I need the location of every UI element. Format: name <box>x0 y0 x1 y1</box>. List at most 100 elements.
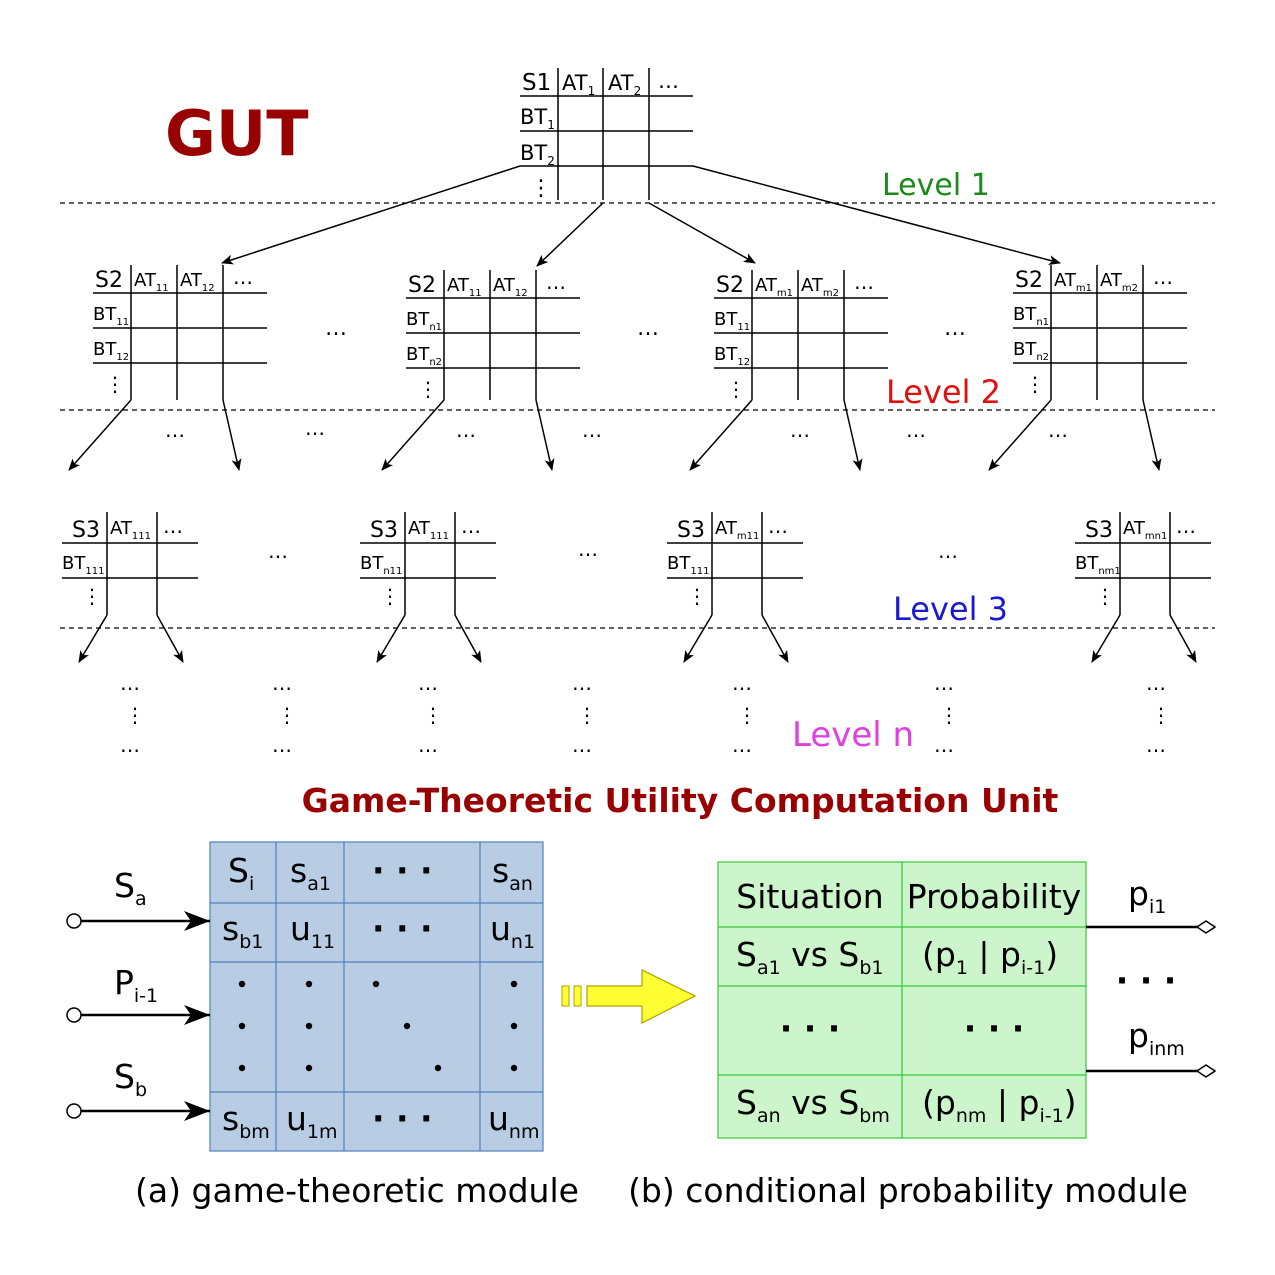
table-col-header: ATm2​ <box>801 275 839 299</box>
tree-arrow <box>648 202 756 264</box>
table-corner-label: S3 <box>677 518 705 543</box>
input-port-icon <box>66 1007 82 1023</box>
matrix-dot <box>372 980 380 988</box>
tree-arrow <box>376 614 406 663</box>
table-col-header: AT2​ <box>608 71 641 98</box>
input-port-icon <box>66 1103 82 1119</box>
input-label: Pi-1​ <box>114 963 158 1007</box>
table-ellipsis: … <box>854 270 874 294</box>
table-corner-label: S2 <box>716 273 744 298</box>
level-n-ellipsis: … <box>418 671 438 695</box>
level-n-vdots: ⋮ <box>277 703 297 727</box>
table-ellipsis: … <box>1048 418 1068 442</box>
matrix-header-cell: san​ <box>492 851 533 895</box>
table-ellipsis: … <box>456 418 476 442</box>
module-a-caption: (a) game-theoretic module <box>135 1171 579 1210</box>
matrix-cell: sbm​ <box>222 1099 270 1143</box>
table-vdots: ⋮ <box>530 176 552 201</box>
table-corner-label: S2 <box>408 273 436 298</box>
matrix-dot <box>510 980 518 988</box>
flow-arrow-tail <box>561 985 570 1007</box>
table-corner-label: S3 <box>72 518 100 543</box>
tree-arrow <box>156 614 184 663</box>
level-n-ellipsis: … <box>418 733 438 757</box>
table-row-header: BT1​ <box>520 105 555 132</box>
matrix-dot <box>305 1022 313 1030</box>
table-vdots: ⋮ <box>1095 584 1115 608</box>
table-vdots: ⋮ <box>380 584 400 608</box>
table-vdots: ⋮ <box>726 377 746 401</box>
prob-situation-cell: San​ vs Sbm​ <box>736 1083 890 1127</box>
level-n-ellipsis: … <box>272 671 292 695</box>
table-ellipsis: … <box>944 316 966 341</box>
level-n-ellipsis: … <box>934 733 954 757</box>
table-ellipsis: … <box>233 265 253 289</box>
prob-value-cell: · · · <box>964 1009 1025 1048</box>
table-row-header: BT12​ <box>93 339 129 363</box>
table-row-header: BTn2​ <box>1013 339 1049 363</box>
table-corner-label: S3 <box>1085 518 1113 543</box>
matrix-cell: u1m​ <box>286 1099 338 1143</box>
table-row-header: BT111​ <box>667 553 709 577</box>
table-ellipsis: … <box>938 539 958 563</box>
matrix-header-cell: · · · <box>372 851 433 890</box>
table-row-header: BTn1​ <box>406 309 442 333</box>
module-b-caption: (b) conditional probability module <box>628 1171 1188 1210</box>
table-row-header: BT11​ <box>93 304 129 328</box>
table-ellipsis: … <box>268 539 288 563</box>
tree-arrow <box>535 399 555 471</box>
flow-arrow-tail <box>573 985 582 1007</box>
table-corner-label: S2 <box>95 268 123 293</box>
tree-arrow <box>1169 614 1197 663</box>
matrix-cell: unm​ <box>488 1099 539 1143</box>
tree-arrow <box>78 614 108 663</box>
diagram-title: GUT <box>165 97 309 170</box>
level-n-vdots: ⋮ <box>423 703 443 727</box>
table-row-header: BT11​ <box>714 309 750 333</box>
level-n-vdots: ⋮ <box>939 703 959 727</box>
table-col-header: AT1​ <box>562 71 595 98</box>
matrix-cell: · · · <box>372 1099 433 1138</box>
table-row-header: BTn11​ <box>360 553 402 577</box>
matrix-dot <box>510 1022 518 1030</box>
input-label: Sa​ <box>114 866 147 910</box>
matrix-dot <box>510 1064 518 1072</box>
tree-arrow <box>689 399 753 471</box>
table-row-header: BT2​ <box>520 141 555 168</box>
level-n-ellipsis: … <box>934 671 954 695</box>
level-label: Level 1 <box>882 168 990 203</box>
prob-header: Probability <box>907 877 1081 916</box>
table-col-header: ATmn1​ <box>1123 518 1167 542</box>
output-label: pinm​ <box>1128 1016 1185 1060</box>
table-col-header: AT12​ <box>180 270 215 294</box>
table-col-header: ATm11​ <box>715 518 759 542</box>
level-n-ellipsis: … <box>1146 733 1166 757</box>
tree-arrow <box>761 614 789 663</box>
matrix-header-cell: sa1​ <box>290 851 331 895</box>
tree-arrow <box>1142 399 1162 471</box>
table-row-header: BT111​ <box>62 553 104 577</box>
table-ellipsis: … <box>790 418 810 442</box>
matrix-dot <box>434 1064 442 1072</box>
unit-title: Game-Theoretic Utility Computation Unit <box>302 781 1059 820</box>
tree-arrow <box>843 399 863 471</box>
table-vdots: ⋮ <box>1025 372 1045 396</box>
level-n-vdots: ⋮ <box>125 703 145 727</box>
level-n-ellipsis: … <box>120 671 140 695</box>
tree-arrow <box>692 165 1061 266</box>
tree-arrow <box>221 165 521 265</box>
prob-value-cell: (p1​ | pi-1​) <box>922 935 1058 979</box>
tree-arrow <box>68 399 132 471</box>
table-ellipsis: … <box>578 537 598 561</box>
level-n-ellipsis: … <box>732 671 752 695</box>
level-n-ellipsis: … <box>572 733 592 757</box>
table-vdots: ⋮ <box>687 584 707 608</box>
prob-value-cell: (pnm​ | pi-1​) <box>922 1083 1077 1127</box>
matrix-cell: un1​ <box>490 909 535 953</box>
table-ellipsis: … <box>305 416 325 440</box>
table-corner-label: S2 <box>1015 268 1043 293</box>
table-vdots: ⋮ <box>418 377 438 401</box>
table-ellipsis: … <box>906 418 926 442</box>
matrix-dot <box>238 1022 246 1030</box>
matrix-cell: u11​ <box>290 909 335 953</box>
